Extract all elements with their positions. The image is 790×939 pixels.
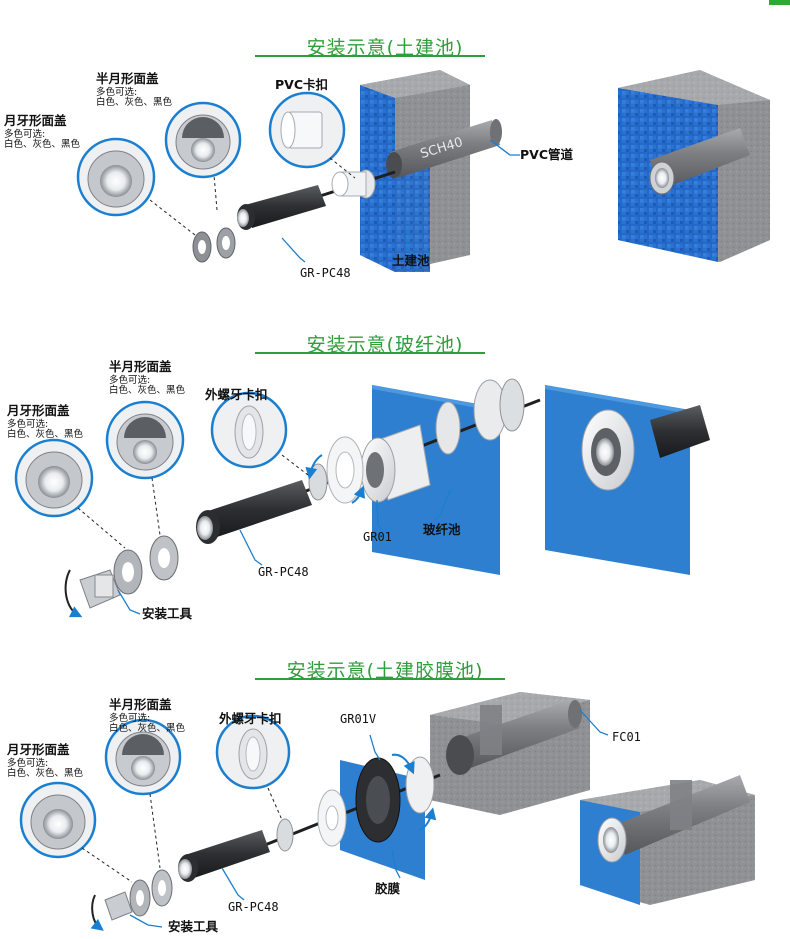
callout-half-moon-3 bbox=[104, 718, 182, 869]
section-title-2: 安装示意(玻纤池) bbox=[306, 334, 464, 356]
section-rule-2 bbox=[255, 352, 485, 354]
section-rule-1 bbox=[255, 55, 485, 57]
pvc-clip-part-1 bbox=[331, 169, 376, 199]
assembled-liner-block bbox=[580, 775, 755, 905]
rotation-arrow-a bbox=[305, 454, 323, 480]
label-crescent-colors-2a: 多色可选: bbox=[7, 419, 49, 430]
label-crescent-colors-1a: 多色可选: bbox=[4, 129, 46, 140]
cover-rings-2 bbox=[113, 535, 179, 595]
label-gr01: GR01 bbox=[363, 530, 392, 544]
label-crescent-colors-3b: 白色、灰色、黑色 bbox=[7, 768, 84, 779]
label-half-moon-colors-3b: 白色、灰色、黑色 bbox=[109, 723, 186, 734]
label-crescent-colors-1b: 白色、灰色、黑色 bbox=[4, 139, 81, 150]
label-ext-thread-clip-3: 外螺牙卡扣 bbox=[219, 711, 282, 726]
leader-install-tool-3 bbox=[129, 914, 163, 928]
leader-install-tool-2 bbox=[117, 589, 141, 615]
label-install-tool-3: 安装工具 bbox=[168, 919, 219, 934]
label-crescent-colors-2b: 白色、灰色、黑色 bbox=[7, 429, 84, 440]
callout-half-moon-2 bbox=[105, 400, 185, 536]
thread-clip-ring-3 bbox=[276, 818, 294, 852]
cover-rings-3 bbox=[129, 869, 173, 917]
lamp-body-2 bbox=[196, 480, 312, 544]
corner-accent-bar bbox=[769, 0, 790, 5]
assembled-fiberglass-panel bbox=[545, 385, 710, 575]
section-rule-3 bbox=[255, 678, 505, 680]
callout-crescent-1 bbox=[76, 137, 196, 236]
label-half-moon-colors-3a: 多色可选: bbox=[109, 713, 151, 724]
label-pvc-pipe: PVC管道 bbox=[520, 147, 574, 162]
label-model-2: GR-PC48 bbox=[258, 565, 309, 579]
label-liner: 胶膜 bbox=[375, 881, 401, 896]
label-half-moon-cover-1: 半月形面盖 bbox=[96, 71, 159, 86]
label-half-moon-cover-3: 半月形面盖 bbox=[109, 697, 172, 712]
leader-gr01v bbox=[369, 734, 381, 761]
label-half-moon-colors-2a: 多色可选: bbox=[109, 375, 151, 386]
install-tool-2 bbox=[64, 569, 121, 618]
label-install-tool-2: 安装工具 bbox=[142, 606, 193, 621]
rotation-arrow-c bbox=[391, 753, 415, 775]
label-half-moon-colors-2b: 白色、灰色、黑色 bbox=[109, 385, 186, 396]
label-crescent-cover-2: 月牙形面盖 bbox=[7, 403, 70, 418]
section-title-1: 安装示意(土建池) bbox=[306, 37, 464, 59]
label-crescent-cover-3: 月牙形面盖 bbox=[7, 742, 70, 757]
leader-fc01 bbox=[579, 709, 609, 736]
rotation-arrow-d bbox=[419, 807, 437, 831]
label-gr01v: GR01V bbox=[340, 712, 377, 726]
lamp-body-3 bbox=[178, 830, 270, 882]
install-tool-3 bbox=[90, 891, 133, 931]
callout-pvc-clip-1 bbox=[268, 91, 356, 179]
label-ext-thread-clip-2: 外螺牙卡扣 bbox=[205, 387, 268, 402]
label-half-moon-cover-2: 半月形面盖 bbox=[109, 359, 172, 374]
fc01-pipe bbox=[446, 700, 582, 775]
section-title-3: 安装示意(土建胶膜池) bbox=[286, 660, 484, 682]
leader-fiberglass-pool bbox=[434, 489, 451, 521]
callout-crescent-2 bbox=[14, 438, 126, 549]
leader-model-2 bbox=[239, 529, 263, 566]
label-half-moon-colors-1a: 多色可选: bbox=[96, 87, 138, 98]
label-half-moon-colors-1b: 白色、灰色、黑色 bbox=[96, 97, 173, 108]
label-fiberglass-pool: 玻纤池 bbox=[423, 522, 461, 537]
cover-rings-1 bbox=[192, 227, 236, 263]
label-model-3: GR-PC48 bbox=[228, 900, 279, 914]
label-pvc-clip: PVC卡扣 bbox=[275, 77, 329, 92]
pvc-pipe-1 bbox=[386, 119, 502, 178]
leader-model-3 bbox=[221, 867, 245, 901]
callout-half-moon-1 bbox=[164, 101, 242, 211]
leader-model-1 bbox=[281, 237, 306, 263]
rotation-arrow-b bbox=[351, 485, 366, 504]
gr01-housing bbox=[326, 424, 431, 504]
label-concrete-pool: 土建池 bbox=[392, 253, 430, 268]
label-fc01: FC01 bbox=[612, 730, 641, 744]
label-crescent-colors-3a: 多色可选: bbox=[7, 758, 49, 769]
gr01v-flange bbox=[317, 756, 435, 847]
leader-pvc-pipe bbox=[489, 139, 520, 156]
label-model-1: GR-PC48 bbox=[300, 266, 351, 280]
callout-thread-clip-3 bbox=[215, 714, 291, 821]
leader-concrete-pool bbox=[407, 225, 417, 256]
callout-crescent-3 bbox=[19, 781, 133, 883]
callout-thread-clip-2 bbox=[210, 391, 309, 476]
leader-liner bbox=[391, 849, 401, 879]
label-crescent-cover-1: 月牙形面盖 bbox=[4, 113, 67, 128]
assembled-concrete-block bbox=[618, 70, 770, 262]
leader-gr01 bbox=[376, 499, 383, 531]
lamp-body-1 bbox=[237, 185, 326, 230]
